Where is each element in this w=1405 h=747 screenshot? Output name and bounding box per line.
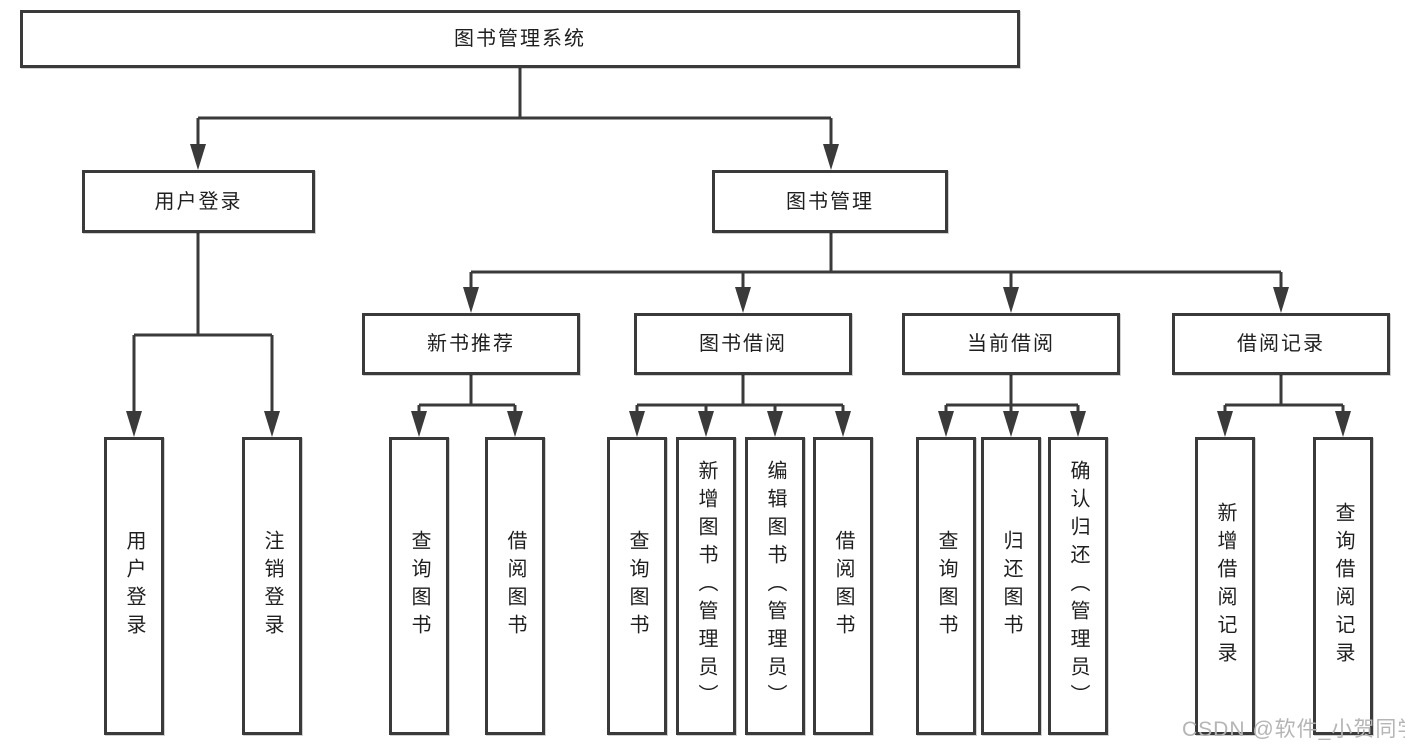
wire-user-login-split [132,233,274,419]
arrowhead-icon [698,411,714,437]
leaf-borrow-edit-book-admin: 编辑图书（管理员） [745,437,805,735]
leaf-user-login: 用户登录 [104,437,164,735]
leaf-records-query-record: 查询借阅记录 [1313,437,1373,735]
leaf-current-return-book: 归还图书 [981,437,1041,735]
node-user-login: 用户登录 [82,170,315,233]
arrowhead-icon [411,411,427,437]
node-borrow-records-label: 借阅记录 [1237,333,1325,355]
leaf-recommend-query-book: 查询图书 [389,437,449,735]
node-user-login-label: 用户登录 [154,190,243,213]
node-root-label: 图书管理系统 [454,28,586,50]
node-book-mgmt-label: 图书管理 [786,190,874,213]
wire-root-split [196,68,833,152]
leaf-borrow-query-book-label: 查询图书 [626,530,648,642]
leaf-borrow-edit-book-admin-label: 编辑图书（管理员） [764,460,786,712]
leaf-borrow-borrow-book: 借阅图书 [813,437,873,735]
arrowhead-icon [1070,411,1086,437]
arrowhead-icon [1217,411,1233,437]
leaf-current-query-book-label: 查询图书 [935,530,957,642]
leaf-records-query-record-label: 查询借阅记录 [1332,502,1354,670]
leaf-recommend-borrow-book-label: 借阅图书 [504,530,526,642]
leaf-logout-label: 注销登录 [261,530,283,642]
node-new-book-recommend: 新书推荐 [362,313,580,375]
node-book-mgmt: 图书管理 [712,170,948,233]
arrowhead-icon [1273,287,1289,313]
node-root: 图书管理系统 [20,10,1020,68]
node-new-book-recommend-label: 新书推荐 [427,333,515,355]
arrowhead-icon [264,411,280,437]
leaf-records-add-record: 新增借阅记录 [1195,437,1255,735]
wire-borrow-split [635,375,845,419]
arrowhead-icon [126,411,142,437]
leaf-borrow-borrow-book-label: 借阅图书 [832,530,854,642]
node-current-borrow-label: 当前借阅 [967,333,1055,355]
wire-recommend-split [417,375,517,419]
leaf-recommend-query-book-label: 查询图书 [408,530,430,642]
arrowhead-icon [1003,411,1019,437]
leaf-current-query-book: 查询图书 [916,437,976,735]
arrowhead-icon [507,411,523,437]
arrowhead-icon [835,411,851,437]
node-book-borrow-label: 图书借阅 [699,333,787,355]
leaf-current-return-book-label: 归还图书 [1000,530,1022,642]
node-current-borrow: 当前借阅 [902,313,1120,375]
arrowhead-icon [190,144,206,170]
arrowhead-icon [938,411,954,437]
node-book-borrow: 图书借阅 [634,313,852,375]
arrowhead-icon [1335,411,1351,437]
arrowhead-icon [735,287,751,313]
arrowhead-icon [629,411,645,437]
leaf-borrow-add-book-admin-label: 新增图书（管理员） [695,460,717,712]
leaf-current-confirm-return-admin-label: 确认归还（管理员） [1067,460,1089,712]
node-borrow-records: 借阅记录 [1172,313,1390,375]
arrowhead-icon [463,287,479,313]
leaf-borrow-add-book-admin: 新增图书（管理员） [676,437,736,735]
leaf-logout: 注销登录 [242,437,302,735]
leaf-user-login-label: 用户登录 [123,530,145,642]
leaf-borrow-query-book: 查询图书 [607,437,667,735]
arrowhead-icon [1003,287,1019,313]
wire-book-mgmt-split [469,233,1283,295]
wire-records-split [1223,375,1345,419]
leaf-recommend-borrow-book: 借阅图书 [485,437,545,735]
csdn-watermark: CSDN @软件_小贺同学 [1182,718,1405,741]
leaf-records-add-record-label: 新增借阅记录 [1214,502,1236,670]
arrowhead-icon [767,411,783,437]
leaf-current-confirm-return-admin: 确认归还（管理员） [1048,437,1108,735]
arrowhead-icon [823,144,839,170]
